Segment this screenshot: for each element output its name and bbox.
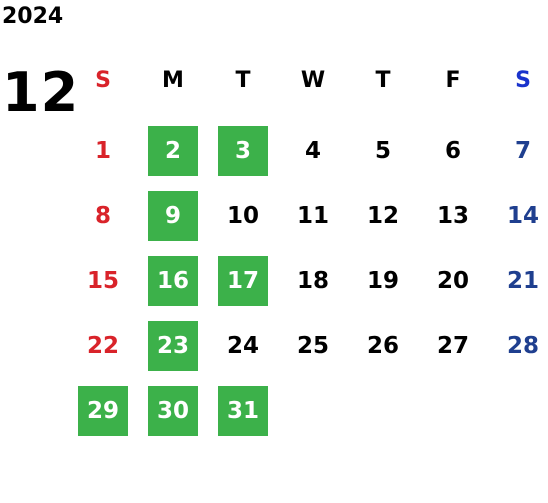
day-cell[interactable]: 11 bbox=[296, 203, 329, 229]
day-cell[interactable]: 8 bbox=[94, 203, 111, 229]
day-cell[interactable]: 10 bbox=[226, 203, 259, 229]
day-cell[interactable]: 21 bbox=[506, 268, 539, 294]
day-cell[interactable]: 27 bbox=[436, 333, 469, 359]
day-cell[interactable]: 20 bbox=[436, 268, 469, 294]
day-cell[interactable]: 31 bbox=[218, 386, 268, 436]
day-cell[interactable]: 4 bbox=[304, 138, 321, 164]
day-cell[interactable]: 24 bbox=[226, 333, 259, 359]
day-cell[interactable]: 14 bbox=[506, 203, 539, 229]
day-cell[interactable]: 25 bbox=[296, 333, 329, 359]
day-cell[interactable]: 22 bbox=[86, 333, 119, 359]
weekday-sun: S bbox=[95, 68, 111, 93]
day-cell[interactable]: 16 bbox=[148, 256, 198, 306]
day-cell[interactable]: 6 bbox=[444, 138, 461, 164]
day-cell[interactable]: 28 bbox=[506, 333, 539, 359]
day-cell[interactable]: 18 bbox=[296, 268, 329, 294]
day-cell[interactable]: 13 bbox=[436, 203, 469, 229]
weekday-thu: T bbox=[375, 68, 391, 93]
day-cell[interactable]: 17 bbox=[218, 256, 268, 306]
day-cell[interactable]: 9 bbox=[148, 191, 198, 241]
day-cell[interactable]: 19 bbox=[366, 268, 399, 294]
day-cell[interactable]: 1 bbox=[94, 138, 111, 164]
weekday-tue: T bbox=[235, 68, 251, 93]
day-cell[interactable]: 5 bbox=[374, 138, 391, 164]
day-cell[interactable]: 23 bbox=[148, 321, 198, 371]
year-label: 2024 bbox=[2, 4, 64, 29]
weekday-fri: F bbox=[445, 68, 461, 93]
day-cell[interactable]: 29 bbox=[78, 386, 128, 436]
weekday-sat: S bbox=[515, 68, 531, 93]
day-cell[interactable]: 15 bbox=[86, 268, 119, 294]
day-cell[interactable]: 26 bbox=[366, 333, 399, 359]
day-cell[interactable]: 30 bbox=[148, 386, 198, 436]
day-cell[interactable]: 7 bbox=[514, 138, 531, 164]
weekday-mon: M bbox=[162, 68, 184, 93]
day-cell[interactable]: 3 bbox=[218, 126, 268, 176]
weekday-wed: W bbox=[300, 68, 326, 93]
month-number: 12 bbox=[2, 61, 80, 124]
day-cell[interactable]: 12 bbox=[366, 203, 399, 229]
day-cell[interactable]: 2 bbox=[148, 126, 198, 176]
